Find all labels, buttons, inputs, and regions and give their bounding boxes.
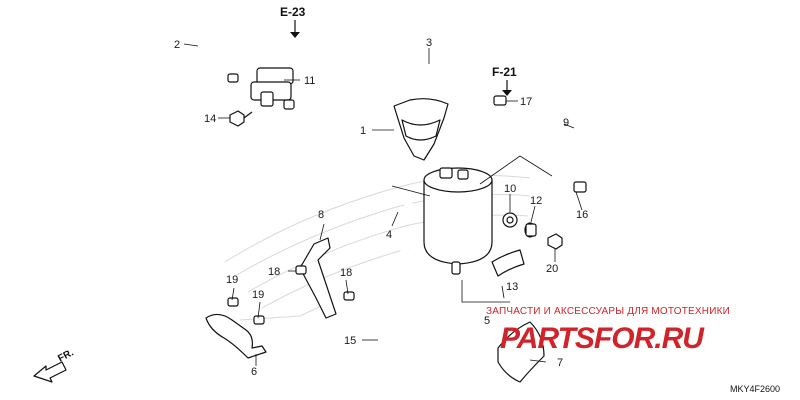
arrow-left-icon [33,361,67,383]
callout-11: 11 [304,75,315,87]
clamp-16 [573,181,587,193]
callout-15: 15 [344,335,356,347]
ref-f21: F-21 [492,65,517,96]
callout-1: 1 [360,125,366,137]
leader-lines [183,43,583,366]
callout-18-left: 18 [268,266,280,278]
watermark: ЗАПЧАСТИ И АКСЕССУАРЫ ДЛЯ МОТОТЕХНИКИ PA… [486,306,730,355]
callout-4: 4 [386,229,392,241]
evap-canister [423,167,493,275]
callout-10: 10 [504,183,516,195]
callout-2: 2 [174,39,180,51]
callout-5: 5 [484,315,490,327]
callout-6: 6 [251,366,257,378]
hose-9 [490,112,618,194]
bolt-20 [547,233,563,250]
hose-3 [291,61,463,117]
hose-upper-left [193,33,277,83]
callout-numbers: 1 2 3 4 5 6 7 8 9 10 11 12 13 14 15 16 1… [174,37,588,378]
grommet-10 [502,212,518,228]
callout-8: 8 [318,209,324,221]
canister-bracket [393,98,449,161]
diagram-code: MKY4F2600 [730,384,780,394]
bolts-18-19 [227,265,355,325]
cover-7 [497,321,545,383]
hose-elbow-4 [386,191,413,218]
watermark-caption: ЗАПЧАСТИ И АКСЕССУАРЫ ДЛЯ МОТОТЕХНИКИ [486,306,730,317]
ref-e23: E-23 [280,5,306,38]
solenoid-valve [227,67,295,110]
front-label: FR. [56,347,76,364]
callout-12: 12 [530,195,542,207]
callout-14: 14 [204,113,216,125]
bracket-6 [205,313,267,359]
front-direction-indicator: FR. [33,347,76,383]
bolt-14 [229,110,253,127]
watermark-logo: PARTSFOR.RU [500,322,705,355]
callout-19-bottom: 19 [252,289,264,301]
callout-9: 9 [563,117,569,129]
callout-13: 13 [506,281,518,293]
ref-f21-label: F-21 [492,65,517,79]
callout-20: 20 [546,263,558,275]
drain-hose [373,226,416,396]
stay-8 [299,237,337,319]
collar-12 [524,222,537,238]
ref-e23-label: E-23 [280,5,306,19]
callout-19-top: 19 [226,274,238,286]
rubber-pad [491,249,525,277]
callout-17: 17 [520,96,532,108]
callout-16: 16 [576,209,588,221]
callout-18-right: 18 [340,267,352,279]
callout-3: 3 [426,37,432,49]
clip-17 [493,95,507,106]
callout-7: 7 [557,357,563,369]
